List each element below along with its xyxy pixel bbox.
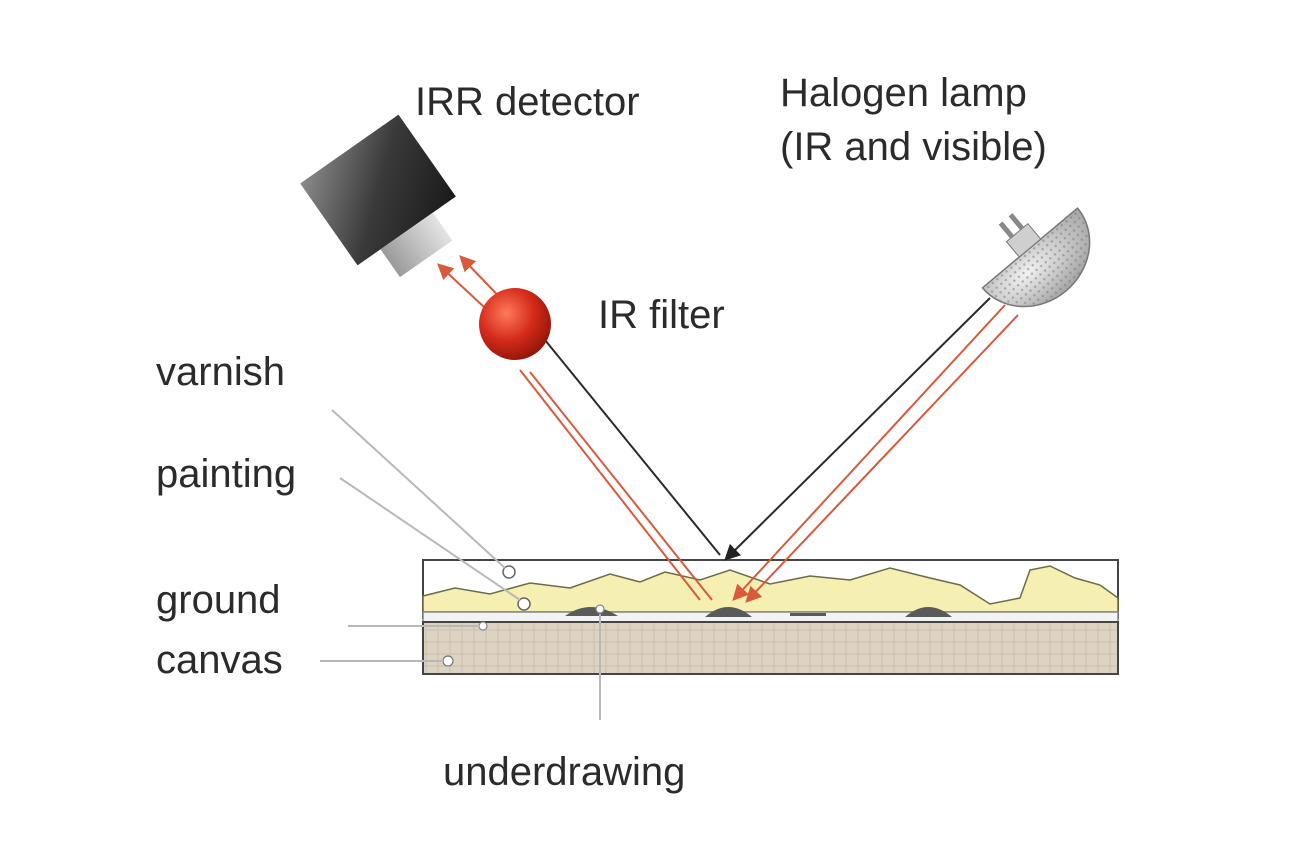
canvas-label: canvas <box>156 638 283 682</box>
varnish-label: varnish <box>156 350 285 394</box>
ir-ray-incident-2 <box>745 314 1019 603</box>
varnish-marker <box>502 565 516 579</box>
underdrawing-marker <box>595 604 605 614</box>
underdrawing-mark <box>705 607 752 617</box>
filter-label: IR filter <box>598 293 725 337</box>
painting-layer <box>422 565 1119 613</box>
irr-detector <box>300 114 456 278</box>
ir-ray-incident-1 <box>732 304 1006 601</box>
detector-body-icon <box>300 114 456 266</box>
canvas-layer <box>422 621 1119 675</box>
labels: IRR detector Halogen lamp (IR and visibl… <box>156 71 1047 794</box>
painting-marker <box>517 597 531 611</box>
halogen-lamp <box>981 207 1091 308</box>
painting-leader <box>339 477 521 601</box>
lamp-label-line1: Halogen lamp <box>780 71 1027 115</box>
ground-label: ground <box>156 578 281 622</box>
underdrawing-mark <box>905 607 952 617</box>
visible-ray-incident <box>724 297 991 561</box>
lamp-pin-icon <box>998 221 1015 239</box>
underdrawing-label: underdrawing <box>443 750 685 794</box>
ir-filter-icon <box>479 288 551 360</box>
lamp-pin-icon <box>1008 213 1025 231</box>
sample-block <box>422 559 1119 675</box>
detector-lens-icon <box>380 212 453 278</box>
lamp-label-line2: (IR and visible) <box>780 125 1047 169</box>
detector-label: IRR detector <box>415 80 640 124</box>
underdrawing-mark <box>565 607 618 616</box>
ir-ray-reflected-2 <box>529 371 713 601</box>
ir-ray-reflected-1 <box>519 369 701 601</box>
leader-lines <box>320 409 601 720</box>
canvas-marker <box>442 655 454 667</box>
lamp-rays <box>724 297 1019 603</box>
ground-layer <box>422 611 1119 623</box>
visible-ray-reflected <box>544 339 721 556</box>
ground-marker <box>478 621 488 631</box>
varnish-leader <box>331 409 506 569</box>
painting-label: painting <box>156 452 296 496</box>
lamp-base-icon <box>1005 222 1042 258</box>
underdrawing-mark <box>790 613 826 616</box>
